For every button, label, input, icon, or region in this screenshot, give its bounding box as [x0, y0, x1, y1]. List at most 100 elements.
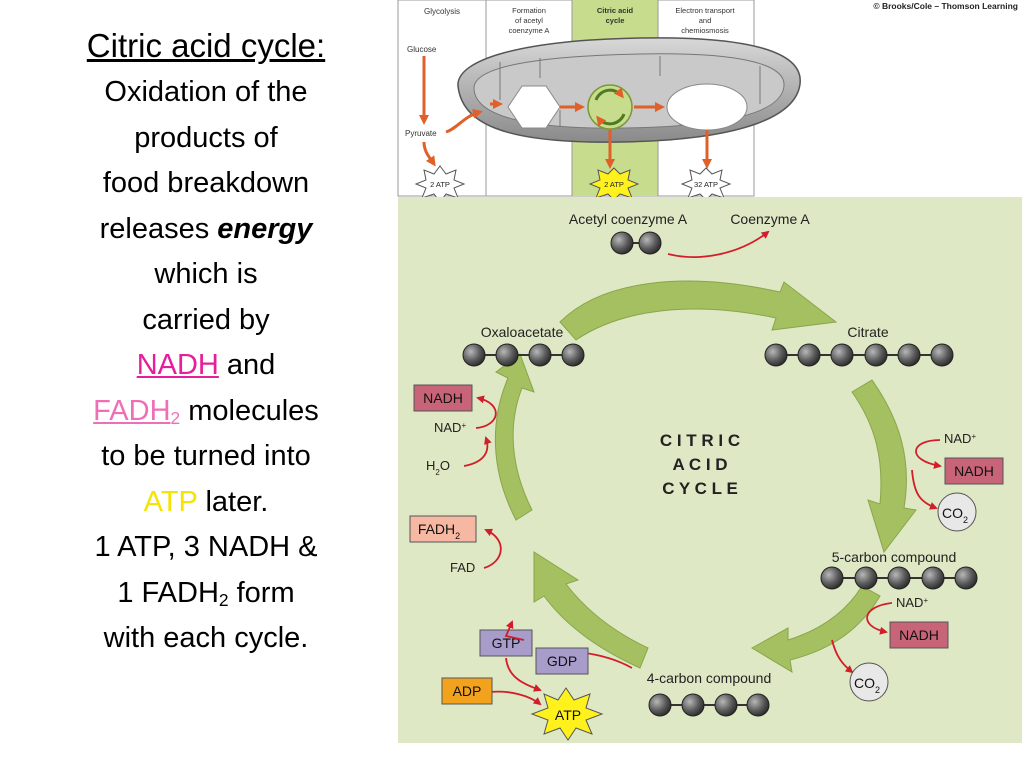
col-label-citric: cycle	[606, 16, 625, 25]
col-label-etc: chemiosmosis	[681, 26, 729, 35]
cycle-arrows	[494, 280, 917, 673]
text-line: FADH2 molecules	[50, 389, 362, 435]
energy-emphasis: energy	[217, 212, 313, 245]
acetyl-coa-molecule	[610, 231, 662, 255]
nadh-link[interactable]: NADH	[136, 349, 219, 381]
water-label: H2O	[426, 458, 450, 477]
atp-label: 32 ATP	[694, 180, 718, 189]
fadh2-label: FADH2	[418, 521, 460, 541]
slide-title: Citric acid cycle:	[86, 27, 326, 64]
co2-label: CO2	[854, 675, 880, 695]
co2-bubble	[849, 662, 889, 702]
nadh-formation-arrow	[915, 439, 942, 469]
text-line: products of	[134, 121, 278, 154]
text-line: ATP later.	[50, 480, 362, 526]
nadh-formation-arrow	[866, 602, 893, 635]
cycle-icon-arrow	[594, 87, 624, 101]
text-line: with each cycle.	[103, 622, 309, 654]
text-line: Oxidation of the	[104, 76, 308, 108]
col-label-etc: and	[699, 16, 712, 25]
col-label-etc: Electron transport	[675, 6, 735, 15]
fadh2-link[interactable]: FADH2	[93, 395, 180, 427]
text-fragment: molecules	[180, 394, 319, 427]
nadh-label: NADH	[423, 390, 463, 406]
copyright-notice: © Brooks/Cole – Thomson Learning	[873, 1, 1018, 11]
cycle-arrow-top	[559, 280, 838, 341]
citrate-molecule	[764, 343, 954, 367]
explanation-text: Citric acid cycle: Oxidation of the prod…	[50, 22, 362, 662]
atp-label: ATP	[555, 707, 581, 723]
atp-label: 2 ATP	[430, 180, 450, 189]
cycle-arrow-bottom-left	[533, 551, 649, 669]
text-fragment: FADH	[93, 394, 171, 427]
cycle-icon-arrow	[596, 113, 626, 127]
gdp-to-gtp-arrow	[504, 620, 525, 641]
subscript: 2	[170, 407, 181, 428]
text-line: food breakdown	[102, 167, 310, 199]
text-line: 1 ATP, 3 NADH &	[94, 531, 318, 563]
five-carbon-molecule	[820, 566, 978, 590]
text-line: carried by	[142, 303, 270, 336]
co2-release-arrow	[831, 639, 854, 674]
text-fragment: 1 FADH	[117, 576, 219, 609]
fadh2-box	[409, 515, 477, 543]
cycle-arrow-right-upper	[851, 379, 917, 554]
cycle-title: C I T R I C	[660, 431, 740, 450]
atp-highlight: ATP	[143, 485, 198, 518]
subscript: 2	[218, 589, 229, 610]
citrate-label: Citrate	[847, 324, 888, 340]
oxaloacetate-label: Oxaloacetate	[481, 324, 564, 340]
col-label-formation: Formation	[512, 6, 546, 15]
nadh-formation-arrow	[475, 395, 497, 429]
text-fragment: and	[218, 349, 276, 381]
adp-box	[441, 677, 493, 705]
nadh-box	[413, 384, 473, 412]
water-input-arrow	[463, 436, 492, 467]
nad-plus-label: NAD+	[434, 420, 466, 435]
atp-label: 2 ATP	[604, 180, 624, 189]
nad-plus-label: NAD+	[944, 431, 976, 446]
nadh-box	[889, 621, 949, 649]
cycle-arrow-right-lower	[751, 585, 881, 673]
adp-label: ADP	[453, 683, 482, 699]
text-fragment: releases	[99, 212, 218, 245]
col-label-formation: coenzyme A	[509, 26, 550, 35]
cycle-icon	[587, 84, 633, 130]
gtp-label: GTP	[492, 635, 521, 651]
col-label-citric: Citric acid	[597, 6, 634, 15]
atp-arrow	[422, 141, 436, 167]
adp-to-atp-arrow	[489, 690, 542, 706]
col-label-formation: of acetyl	[515, 16, 543, 25]
nad-plus-label: NAD+	[896, 595, 928, 610]
top-overview-figure: Glycolysis Formation of acetyl coenzyme …	[397, 0, 1018, 203]
glucose-label: Glucose	[407, 45, 437, 54]
text-line: which is	[154, 258, 258, 290]
text-line: to be turned into	[101, 440, 311, 472]
coenzyme-a-release-arrow	[667, 230, 770, 258]
cycle-title: A C I D	[672, 455, 727, 474]
gdp-box	[535, 647, 589, 675]
co2-label: CO2	[942, 505, 968, 525]
acetyl-coa-label: Acetyl coenzyme A	[569, 211, 688, 227]
text-line: releases energy	[50, 207, 362, 253]
coenzyme-a-label: Coenzyme A	[730, 211, 810, 227]
text-line: 1 FADH2 form	[50, 571, 362, 617]
pyruvate-arrow	[445, 108, 483, 134]
pyruvate-label: Pyruvate	[405, 129, 437, 138]
co2-bubble	[937, 492, 977, 532]
etc-oval	[666, 83, 748, 131]
nadh-label: NADH	[899, 627, 939, 643]
nadh-label: NADH	[954, 463, 994, 479]
atp-burst	[530, 687, 604, 741]
col-label-glycolysis: Glycolysis	[424, 7, 460, 16]
co2-release-arrow	[911, 469, 938, 510]
atp-formation-arrow	[505, 657, 542, 692]
oxaloacetate-molecule	[462, 343, 585, 367]
fad-label: FAD	[450, 560, 475, 575]
text-line: NADH and	[50, 343, 362, 389]
nadh-box	[944, 457, 1004, 485]
cycle-title: C Y C L E	[662, 479, 738, 498]
gdp-label: GDP	[547, 653, 577, 669]
cycle-panel: Acetyl coenzyme A Coenzyme A Citrate Oxa…	[398, 197, 1022, 743]
